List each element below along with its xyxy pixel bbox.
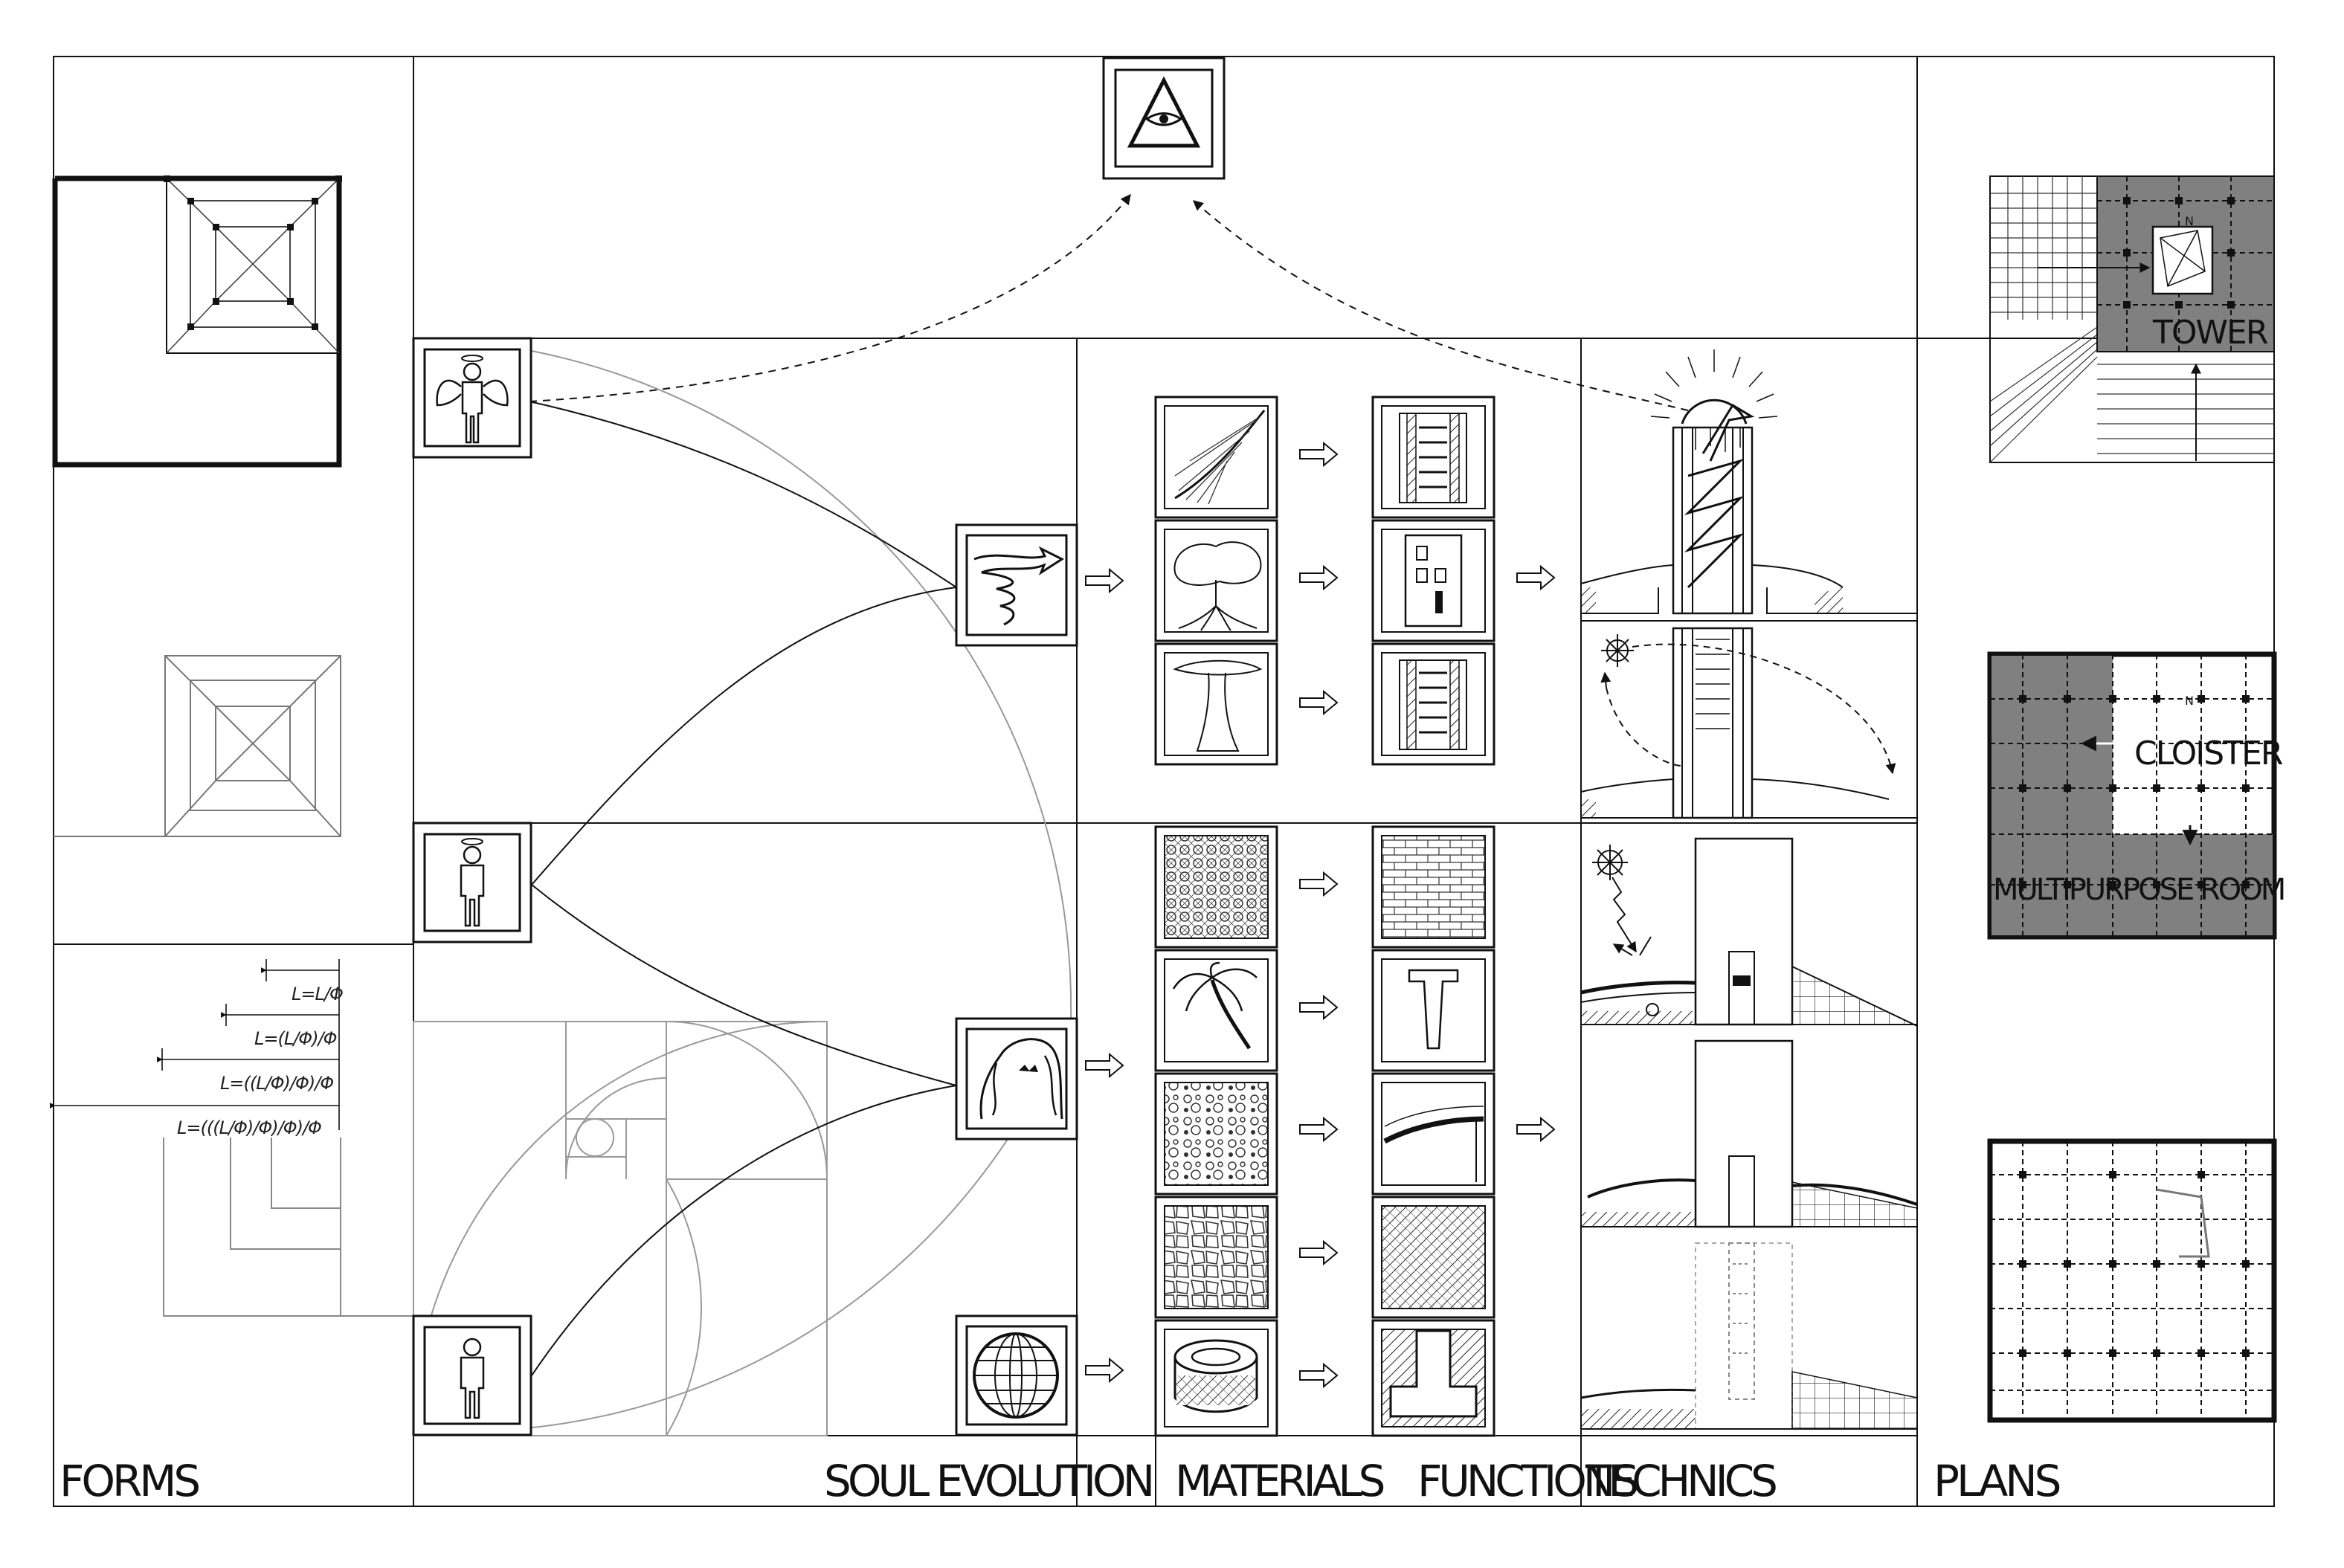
section-label-technics: TECHNICS xyxy=(1585,1456,1776,1506)
material-palm-leaf xyxy=(1154,396,1278,519)
plan-north-label-1: N xyxy=(2185,214,2194,228)
material-tire xyxy=(1154,1319,1278,1437)
winged-figure-icon xyxy=(412,337,532,459)
forms-plan-bottom xyxy=(163,1138,413,1317)
formula-4: L=(((L/Φ)/Φ)/Φ)/Φ xyxy=(177,1117,321,1138)
material-palm-tree xyxy=(1154,949,1278,1072)
material-gravel-texture xyxy=(1154,1072,1278,1196)
forms-plan-middle xyxy=(54,655,341,837)
section-label-soul-evolution: SOUL EVOLUTION xyxy=(824,1456,1151,1506)
technics-bunker-section-2 xyxy=(1581,1039,1918,1228)
dashed-arrow-angel-to-apex xyxy=(529,193,1131,402)
soul-evolution-curves xyxy=(529,401,957,1376)
plan-tower-label: TOWER xyxy=(2152,314,2268,352)
plan-cloister-label: CLOISTER xyxy=(2134,735,2283,772)
function-tower-elevation-3 xyxy=(1371,642,1495,766)
function-brick-wall xyxy=(1371,825,1495,949)
technics-tower-section-2 xyxy=(1580,620,1917,819)
forms-plan-top xyxy=(52,175,342,468)
dashed-arrow-technics-to-apex xyxy=(1192,200,1689,411)
section-label-functions: FUNCTIONS xyxy=(1417,1456,1637,1506)
function-foundation xyxy=(1371,1319,1495,1437)
plan-tower xyxy=(1989,175,2275,463)
function-column xyxy=(1371,949,1495,1072)
technics-foundation-section xyxy=(1580,1242,1918,1430)
haloed-person-icon-middle xyxy=(412,822,532,943)
flow-arrows xyxy=(1085,441,1556,1389)
cave-icon xyxy=(955,1017,1078,1140)
sun-icon-summer xyxy=(1592,845,1628,880)
plan-structural-grid xyxy=(1987,1138,2277,1423)
globe-icon xyxy=(955,1314,1078,1436)
plan-cloister xyxy=(1987,651,2277,940)
sun-icon-winter xyxy=(1601,634,1634,667)
technics-tower-section-1 xyxy=(1580,349,1917,615)
formula-2: L=(L/Φ)/Φ xyxy=(254,1028,337,1049)
person-icon-bottom xyxy=(412,1314,532,1436)
material-pebble-texture xyxy=(1154,825,1278,949)
section-label-plans: PLANS xyxy=(1934,1456,2060,1506)
formula-3: L=((L/Φ)/Φ)/Φ xyxy=(220,1073,333,1094)
material-mangrove-tree xyxy=(1154,519,1278,642)
function-tower-elevation-1 xyxy=(1371,396,1495,519)
function-green-roof-section xyxy=(1371,1072,1495,1196)
section-label-materials: MATERIALS xyxy=(1175,1456,1384,1506)
plan-north-label-2: N xyxy=(2185,694,2194,708)
material-baobab-tree xyxy=(1154,642,1278,766)
plan-multipurpose-label: MULTIPURPOSE ROOM xyxy=(1993,873,2284,907)
material-stone-texture xyxy=(1154,1196,1278,1319)
spiral-ramp-icon xyxy=(955,523,1078,647)
function-paving-texture xyxy=(1371,1196,1495,1319)
section-label-forms: FORMS xyxy=(59,1456,199,1506)
function-tower-elevation-2 xyxy=(1371,519,1495,642)
golden-ratio-dimensions xyxy=(49,959,340,1130)
formula-1: L=L/Φ xyxy=(292,984,343,1004)
all-seeing-eye-pyramid-icon xyxy=(1102,57,1226,180)
technics-bunker-section xyxy=(1580,837,1918,1027)
